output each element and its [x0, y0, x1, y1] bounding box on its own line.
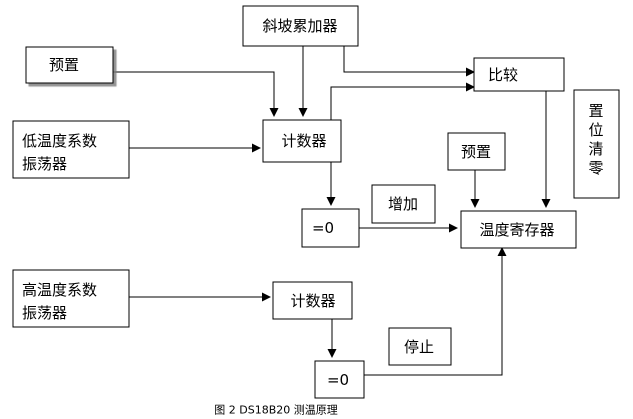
- reset-line3: 清: [588, 140, 603, 158]
- compare-label: 比较: [488, 66, 518, 84]
- stop-label: 停止: [404, 338, 434, 356]
- preset-mid-block: 预置: [447, 132, 506, 171]
- reset-line4: 零: [588, 159, 603, 177]
- figure-caption: 图 2 DS18B20 测温原理: [214, 404, 337, 417]
- temperature-register-block: 温度寄存器: [460, 210, 577, 249]
- zero-check-bottom-block: =0: [314, 360, 365, 399]
- low-osc-line2: 振荡器: [22, 155, 67, 173]
- preset-top-block: 预置: [25, 46, 114, 84]
- increase-block: 增加: [371, 184, 436, 224]
- compare-block: 比较: [473, 57, 565, 92]
- arrow-counter-to-compare: [330, 82, 475, 120]
- ramp-accumulator-label: 斜坡累加器: [262, 17, 337, 35]
- low-osc-line1: 低温度系数: [22, 132, 97, 150]
- ramp-accumulator-block: 斜坡累加器: [242, 5, 359, 47]
- arrow-zero-bottom-to-register: [364, 247, 507, 376]
- increase-label: 增加: [388, 195, 418, 213]
- counter-top-label: 计数器: [281, 132, 326, 150]
- preset-mid-label: 预置: [461, 143, 491, 161]
- zero-check-top-block: =0: [301, 208, 360, 248]
- reset-line2: 位: [588, 121, 603, 139]
- reset-line1: 置: [588, 102, 603, 120]
- high-osc-line1: 高温度系数: [22, 281, 97, 299]
- high-temp-oscillator-block: 高温度系数 振荡器: [12, 269, 130, 328]
- high-osc-line2: 振荡器: [22, 304, 67, 322]
- temp-register-label: 温度寄存器: [479, 221, 554, 239]
- connectors: [113, 46, 551, 376]
- reset-clear-block: 置 位 清 零: [573, 89, 620, 199]
- counter-bottom-label: 计数器: [290, 292, 335, 310]
- counter-top-block: 计数器: [262, 119, 342, 163]
- zero-top-label: =0: [312, 219, 334, 237]
- counter-bottom-block: 计数器: [272, 281, 353, 320]
- zero-bottom-label: =0: [327, 371, 349, 389]
- low-temp-oscillator-block: 低温度系数 振荡器: [12, 120, 130, 179]
- preset-top-label: 预置: [49, 56, 79, 74]
- stop-block: 停止: [388, 327, 452, 366]
- arrow-ramp-to-compare: [343, 46, 475, 77]
- arrow-preset-to-counter: [113, 71, 279, 117]
